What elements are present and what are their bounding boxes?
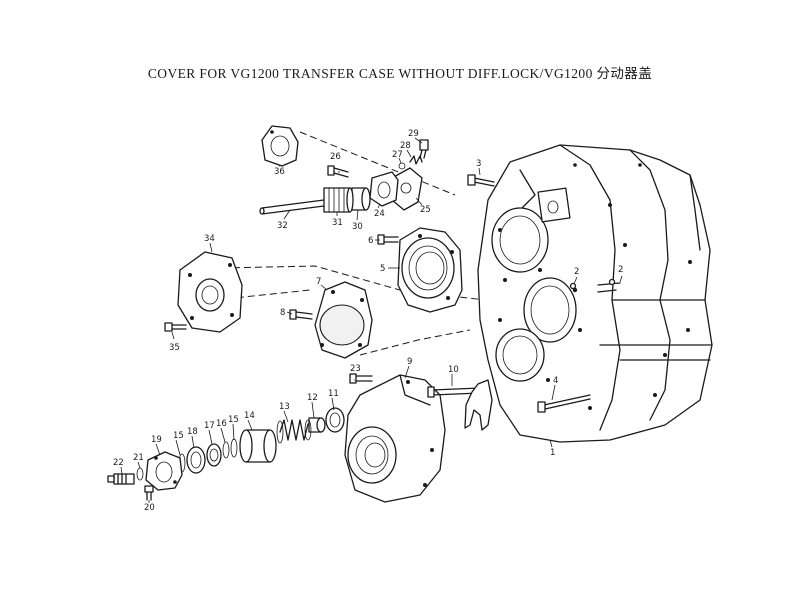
- part-13-spring: [276, 419, 312, 444]
- part-3-bolt: [467, 174, 495, 187]
- part-18-seal: [186, 446, 206, 474]
- part-32-shaft: [259, 199, 325, 215]
- label-part-29: 29: [408, 129, 419, 139]
- label-part-6: 6: [368, 236, 373, 246]
- label-part-26: 26: [330, 152, 341, 162]
- label-part-25: 25: [420, 205, 431, 215]
- label-part-10: 10: [448, 365, 459, 375]
- label-part-12: 12: [307, 393, 318, 403]
- part-14-piston: [239, 429, 277, 463]
- part-36-cap: [261, 125, 299, 167]
- label-part-16: 16: [216, 419, 227, 429]
- label-part-2-alt: 2: [574, 267, 579, 277]
- part-24-valve-body: [369, 171, 399, 207]
- part-7-bearing-cover: [314, 281, 373, 359]
- part-1-transfer-case-housing: [477, 144, 713, 443]
- label-part-7: 7: [316, 277, 321, 287]
- label-part-14: 14: [244, 411, 255, 421]
- label-part-23: 23: [350, 364, 361, 374]
- label-part-11: 11: [328, 389, 339, 399]
- part-29-plug: [419, 139, 429, 159]
- part-5-bearing-flange: [397, 227, 463, 313]
- part-9-shift-housing: [344, 374, 446, 503]
- label-part-15-left: 15: [173, 431, 184, 441]
- label-part-13: 13: [279, 402, 290, 412]
- part-23-bolt: [349, 373, 373, 384]
- label-part-8: 8: [280, 308, 285, 318]
- part-21-washer: [136, 467, 144, 481]
- part-26-bolt: [327, 165, 349, 178]
- label-part-18: 18: [187, 427, 198, 437]
- part-35-bolt: [164, 322, 187, 332]
- label-part-1: 1: [550, 448, 555, 458]
- label-part-4: 4: [553, 376, 558, 386]
- part-19-end-cap: [145, 451, 183, 491]
- label-part-21: 21: [133, 453, 144, 463]
- label-part-2: 2: [618, 265, 623, 275]
- label-part-24: 24: [374, 209, 385, 219]
- label-part-27: 27: [392, 150, 403, 160]
- part-27-ring: [398, 162, 406, 170]
- label-part-28: 28: [400, 141, 411, 151]
- part-2-dowel-pins: [569, 278, 616, 290]
- label-part-17: 17: [204, 421, 215, 431]
- part-4-long-bolt: [537, 394, 591, 413]
- part-15-o-ring-right: [230, 438, 238, 458]
- label-part-34: 34: [204, 234, 215, 244]
- leader-lines: [120, 137, 623, 503]
- label-part-20: 20: [144, 503, 155, 513]
- diagram-title: COVER FOR VG1200 TRANSFER CASE WITHOUT D…: [147, 66, 653, 81]
- part-11-ring: [325, 407, 345, 433]
- part-31-ribbed-piston: [323, 187, 354, 213]
- part-12-plug: [308, 417, 326, 433]
- label-part-31: 31: [332, 218, 343, 228]
- part-10-shift-fork: [427, 379, 493, 431]
- part-20-bolt: [144, 485, 154, 501]
- label-part-22: 22: [113, 458, 124, 468]
- label-part-3: 3: [476, 159, 481, 169]
- label-part-35: 35: [169, 343, 180, 353]
- label-part-5: 5: [380, 264, 385, 274]
- part-16-ring: [222, 441, 230, 459]
- part-6-bolt: [377, 234, 399, 245]
- label-part-19: 19: [151, 435, 162, 445]
- part-17-seal: [206, 443, 222, 467]
- label-part-36: 36: [274, 167, 285, 177]
- part-8-bolt: [289, 309, 313, 320]
- label-part-30: 30: [352, 222, 363, 232]
- label-part-15-right: 15: [228, 415, 239, 425]
- label-part-32: 32: [277, 221, 288, 231]
- part-number-labels: 1 2 2 3 4 5 6 7 8 9 10 11 12 13 14 15 16…: [113, 129, 623, 513]
- label-part-9: 9: [407, 357, 412, 367]
- part-34-mounting-flange: [177, 251, 243, 333]
- part-22-breather: [107, 473, 135, 485]
- part-30-sleeve: [351, 187, 371, 211]
